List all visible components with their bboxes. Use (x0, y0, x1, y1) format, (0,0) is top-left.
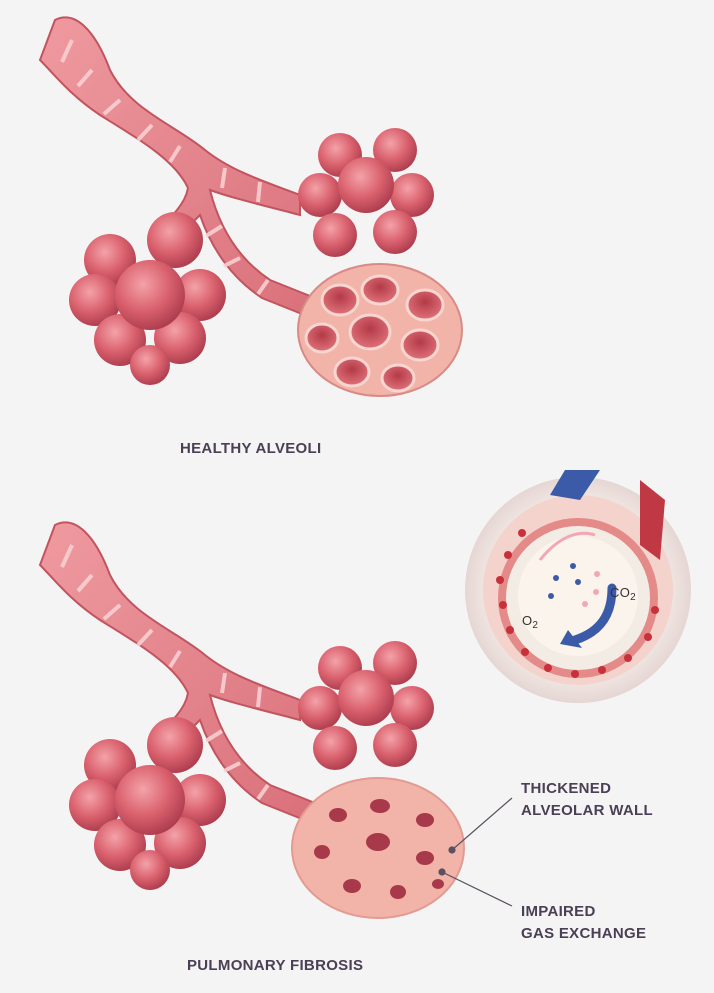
co2-label: CO2 (610, 585, 636, 603)
o2-label: O2 (522, 613, 539, 631)
fibrotic-alveoli-cross-section (291, 777, 465, 919)
callout-lines (438, 797, 513, 907)
callout-line-wall (451, 797, 513, 851)
fibrosis-bronchiole (38, 521, 322, 825)
gas-molecules (548, 563, 600, 607)
gas-exchange-inset (465, 470, 691, 703)
healthy-cluster-left (69, 212, 226, 385)
callout-line-exchange (441, 871, 513, 907)
callout-dot-wall (448, 846, 456, 854)
healthy-bronchiole (38, 16, 322, 320)
callout-dot-exchange (438, 868, 446, 876)
callout-impaired-exchange: IMPAIRED GAS EXCHANGE (521, 903, 647, 942)
healthy-alveoli-cross-section (297, 263, 463, 397)
healthy-caption: HEALTHY ALVEOLI (180, 440, 322, 457)
healthy-cluster-right (298, 128, 434, 257)
callout-thickened-wall: THICKENED ALVEOLAR WALL (521, 780, 653, 819)
fibrosis-cluster-left (69, 717, 226, 890)
fibrosis-cluster-right (298, 641, 434, 770)
fibrosis-caption: PULMONARY FIBROSIS (187, 957, 364, 974)
